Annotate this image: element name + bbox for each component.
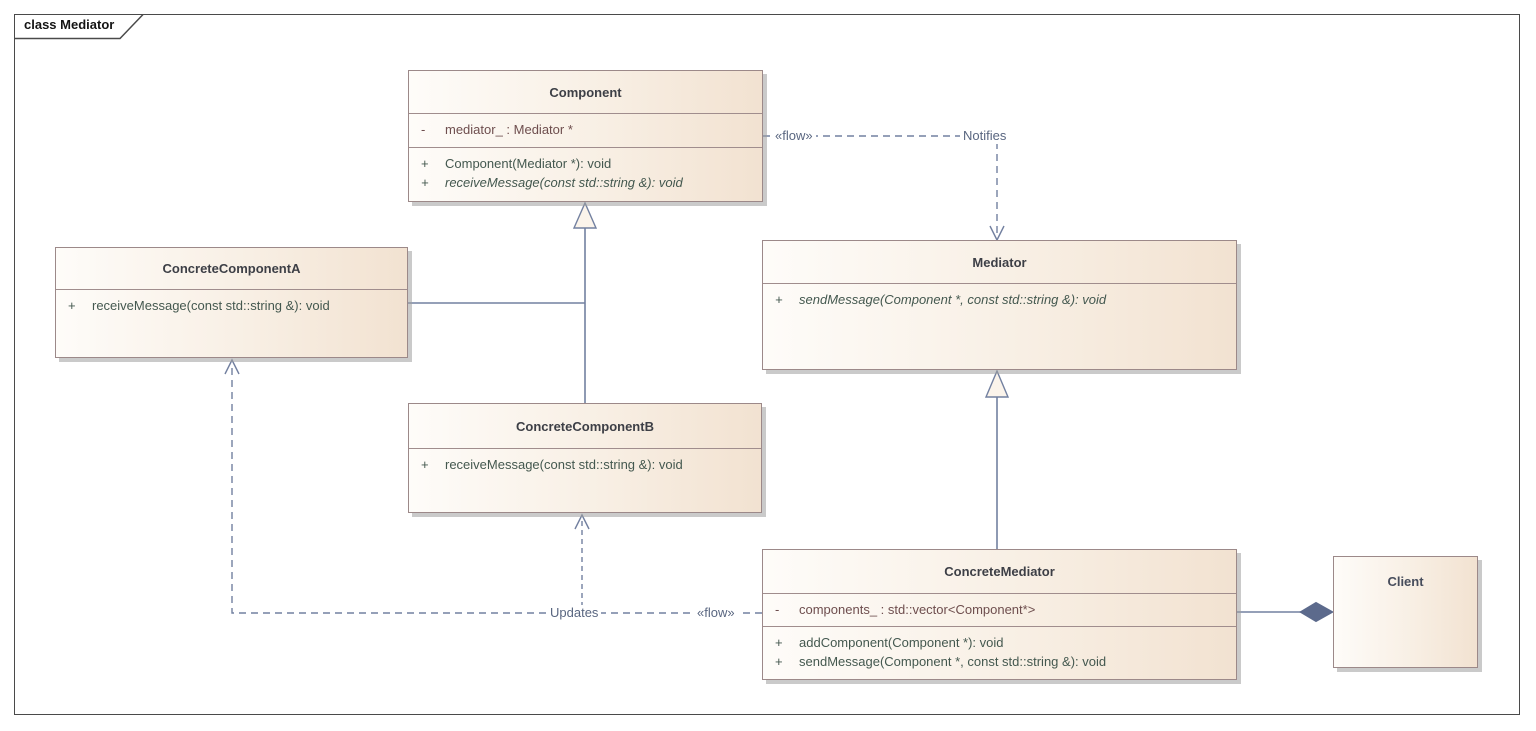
operations-compartment: + sendMessage(Component *, const std::st… bbox=[763, 283, 1236, 369]
class-concrete-mediator[interactable]: ConcreteMediator - components_ : std::ve… bbox=[762, 549, 1237, 680]
operation-row: + receiveMessage(const std::string &): v… bbox=[56, 296, 407, 315]
visibility-public-icon: + bbox=[775, 654, 783, 669]
class-name: Component bbox=[549, 84, 622, 100]
generalization-triangle-icon bbox=[572, 201, 598, 229]
class-name: ConcreteMediator bbox=[944, 564, 1055, 579]
visibility-public-icon: + bbox=[68, 298, 76, 313]
visibility-public-icon: + bbox=[421, 175, 429, 190]
attribute-text: mediator_ : Mediator * bbox=[445, 122, 573, 137]
attribute-row: - mediator_ : Mediator * bbox=[409, 120, 762, 139]
diagram-frame bbox=[14, 14, 1520, 715]
attributes-compartment: - mediator_ : Mediator * bbox=[409, 113, 762, 147]
attribute-text: components_ : std::vector<Component*> bbox=[799, 602, 1036, 617]
operation-text: sendMessage(Component *, const std::stri… bbox=[799, 292, 1107, 307]
operation-row: + Component(Mediator *): void bbox=[409, 154, 762, 173]
operation-text: Component(Mediator *): void bbox=[445, 156, 612, 171]
operation-text: receiveMessage(const std::string &): voi… bbox=[92, 298, 330, 313]
class-name: Client bbox=[1387, 573, 1424, 589]
operation-row: + addComponent(Component *): void bbox=[763, 633, 1236, 652]
composition-diamond-icon bbox=[1299, 601, 1335, 623]
open-arrowhead-icon bbox=[574, 513, 590, 530]
generalization-components-to-component[interactable] bbox=[408, 201, 598, 403]
class-component[interactable]: Component - mediator_ : Mediator * + Com… bbox=[408, 70, 763, 202]
class-name: ConcreteComponentA bbox=[162, 261, 301, 276]
generalization-concretemediator-to-mediator[interactable] bbox=[984, 369, 1010, 549]
visibility-public-icon: + bbox=[775, 635, 783, 650]
operation-text: receiveMessage(const std::string &): voi… bbox=[445, 175, 683, 190]
class-name: ConcreteComponentB bbox=[516, 418, 654, 434]
operation-text: addComponent(Component *): void bbox=[799, 635, 1004, 650]
operation-row: + receiveMessage(const std::string &): v… bbox=[409, 455, 761, 474]
attribute-row: - components_ : std::vector<Component*> bbox=[763, 600, 1236, 619]
operations-compartment: + Component(Mediator *): void + receiveM… bbox=[409, 147, 762, 201]
operation-text: receiveMessage(const std::string &): voi… bbox=[445, 457, 683, 472]
composition-client-concretemediator[interactable] bbox=[1237, 601, 1335, 623]
class-name: Mediator bbox=[972, 254, 1027, 270]
operation-text: sendMessage(Component *, const std::stri… bbox=[799, 654, 1107, 669]
attributes-compartment: - components_ : std::vector<Component*> bbox=[763, 593, 1236, 626]
visibility-public-icon: + bbox=[775, 292, 783, 307]
open-arrowhead-icon bbox=[224, 358, 240, 375]
class-concrete-component-b[interactable]: ConcreteComponentB + receiveMessage(cons… bbox=[408, 403, 762, 513]
visibility-private-icon: - bbox=[775, 602, 780, 617]
operation-row: + sendMessage(Component *, const std::st… bbox=[763, 652, 1236, 671]
frame-tab-outline bbox=[14, 13, 144, 40]
generalization-triangle-icon bbox=[984, 369, 1010, 398]
visibility-private-icon: - bbox=[421, 122, 426, 137]
class-client[interactable]: Client bbox=[1333, 556, 1478, 668]
flow-updates-label[interactable]: Updates bbox=[547, 605, 602, 621]
flow-notifies-stereotype[interactable]: «flow» bbox=[772, 128, 816, 144]
visibility-public-icon: + bbox=[421, 156, 429, 171]
flow-updates-connector[interactable] bbox=[224, 358, 762, 614]
flow-updates-stereotype[interactable]: «flow» bbox=[694, 605, 738, 621]
flow-notifies-label[interactable]: Notifies bbox=[960, 128, 1010, 144]
operations-compartment: + receiveMessage(const std::string &): v… bbox=[56, 289, 407, 357]
visibility-public-icon: + bbox=[421, 457, 429, 472]
flow-notifies-connector[interactable] bbox=[763, 135, 1005, 242]
class-mediator[interactable]: Mediator + sendMessage(Component *, cons… bbox=[762, 240, 1237, 370]
frame-tab-label: class Mediator bbox=[24, 17, 115, 32]
operation-row: + receiveMessage(const std::string &): v… bbox=[409, 173, 762, 192]
operations-compartment: + addComponent(Component *): void + send… bbox=[763, 626, 1236, 679]
class-concrete-component-a[interactable]: ConcreteComponentA + receiveMessage(cons… bbox=[55, 247, 408, 358]
operations-compartment: + receiveMessage(const std::string &): v… bbox=[409, 448, 761, 512]
operation-row: + sendMessage(Component *, const std::st… bbox=[763, 290, 1236, 309]
